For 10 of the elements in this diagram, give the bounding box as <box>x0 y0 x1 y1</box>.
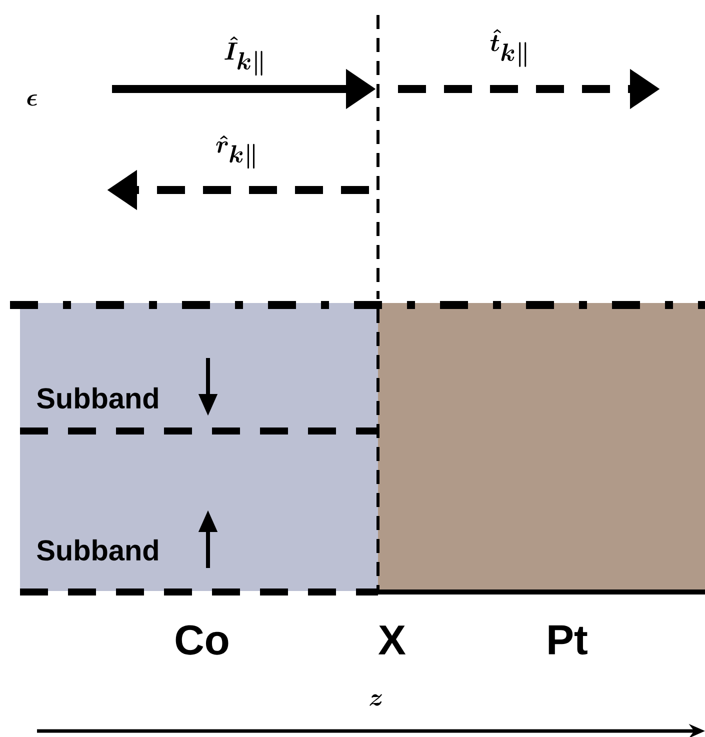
interface-label: X <box>378 626 406 654</box>
vector-label: $\hat{r}_{k\parallel}$ <box>216 135 254 169</box>
band-label: Subband <box>37 539 158 561</box>
band-label: Subband <box>37 387 158 409</box>
material-label: Pt <box>548 625 588 655</box>
vector-label: $\hat{t}_{k\parallel}$ <box>490 29 526 67</box>
symbol-label: $\epsilon$ <box>27 94 37 106</box>
material-label: Co <box>176 625 228 655</box>
vector-label: $\hat{I}_{k\parallel}$ <box>224 36 262 76</box>
axis-label: $z$ <box>370 694 382 706</box>
